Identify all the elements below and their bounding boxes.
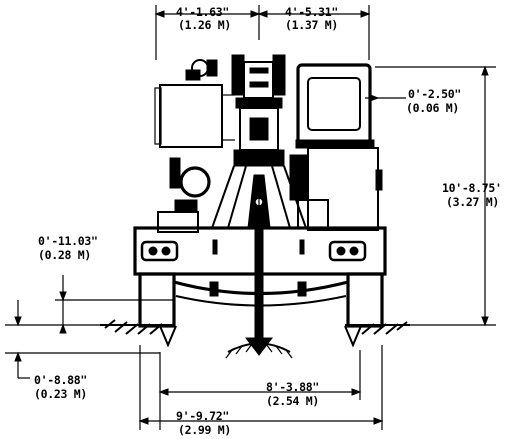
below-grade-dim-imperial: 0'-8.88" <box>34 373 87 387</box>
dimension-labels: 4'-1.63" (1.26 M) 4'-5.31" (1.37 M) 0'-2… <box>34 5 502 437</box>
top-left-dim-imperial: 4'-1.63" <box>176 5 229 19</box>
machine-body <box>133 54 387 356</box>
cab-offset-dim-metric: (0.06 M) <box>406 101 459 115</box>
cab-offset-dim-imperial: 0'-2.50" <box>408 87 461 101</box>
ground-clearance-dim-imperial: 0'-11.03" <box>38 234 98 248</box>
top-left-dim-metric: (1.26 M) <box>178 18 231 32</box>
overall-height-dim-metric: (3.27 M) <box>446 195 499 209</box>
top-right-dim-imperial: 4'-5.31" <box>285 5 338 19</box>
track-gauge-dim-imperial: 8'-3.88" <box>266 380 319 394</box>
dimension-lines <box>5 5 496 430</box>
overall-width-dim-metric: (2.99 M) <box>178 423 231 437</box>
overall-height-dim-imperial: 10'-8.75' <box>442 181 502 195</box>
ground-hatching <box>100 319 410 359</box>
below-grade-dim-metric: (0.23 M) <box>34 387 87 401</box>
track-gauge-dim-metric: (2.54 M) <box>266 394 319 408</box>
overall-width-dim-imperial: 9'-9.72" <box>176 409 229 423</box>
top-right-dim-metric: (1.37 M) <box>285 18 338 32</box>
ground-clearance-dim-metric: (0.28 M) <box>38 248 91 262</box>
